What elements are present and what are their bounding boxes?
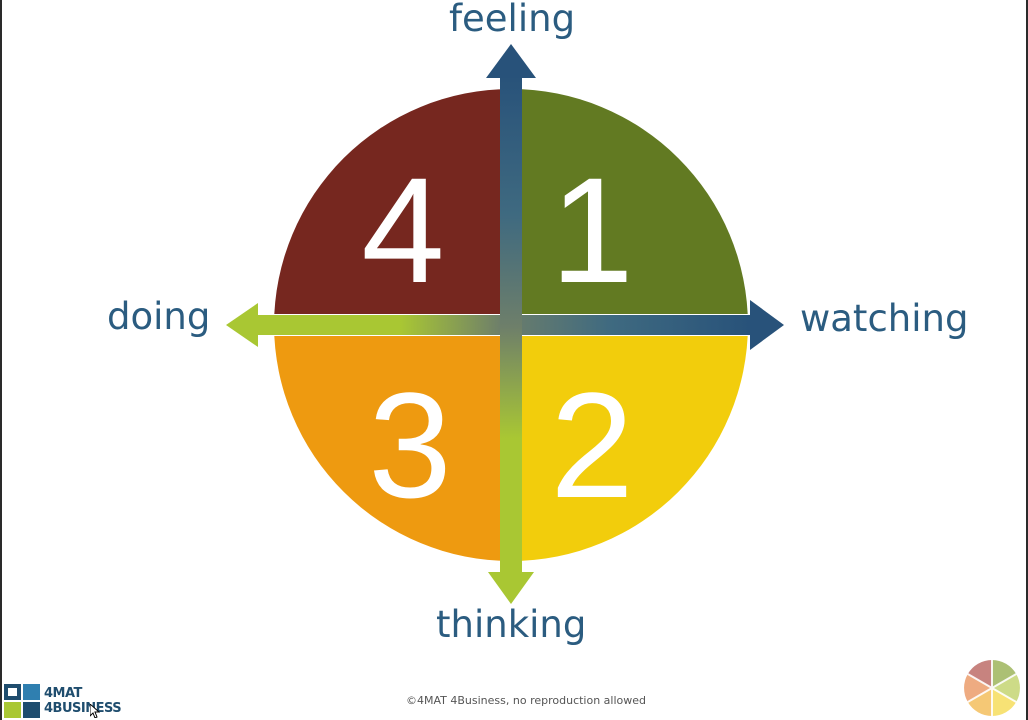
arrow-head-down [488, 572, 534, 604]
quadrant-1-wedge [511, 89, 748, 325]
axis-label-thinking: thinking [436, 603, 587, 646]
vertical-arrow-shaft [500, 74, 522, 580]
quadrant-4-wedge [274, 89, 511, 325]
quadrant-3-wedge [274, 325, 511, 561]
arrow-head-right [750, 300, 784, 350]
arrow-head-up [486, 44, 536, 78]
logo-text-line1: 4MAT [44, 686, 82, 701]
axis-label-watching: watching [800, 297, 969, 340]
window-left-border [0, 0, 2, 720]
quadrant-1-number: 1 [550, 146, 633, 314]
logo-squares-icon [4, 684, 40, 718]
axis-label-doing: doing [107, 295, 211, 338]
logo-text-line2: 4BUSINESS [44, 701, 122, 716]
quadrant-2-number: 2 [550, 361, 633, 529]
color-wheel-logo-icon [964, 660, 1020, 716]
quadrant-3-number: 3 [368, 361, 451, 529]
arrow-head-left [226, 303, 258, 347]
copyright-notice: ©4MAT 4Business, no reproduction allowed [406, 694, 647, 707]
mouse-pointer-icon [90, 704, 100, 718]
window-right-border [1026, 0, 1028, 720]
quadrant-4-number: 4 [361, 146, 444, 314]
axis-label-feeling: feeling [449, 0, 576, 40]
quadrant-2-wedge [511, 325, 748, 561]
company-logo: 4MAT 4BUSINESS [4, 684, 124, 718]
